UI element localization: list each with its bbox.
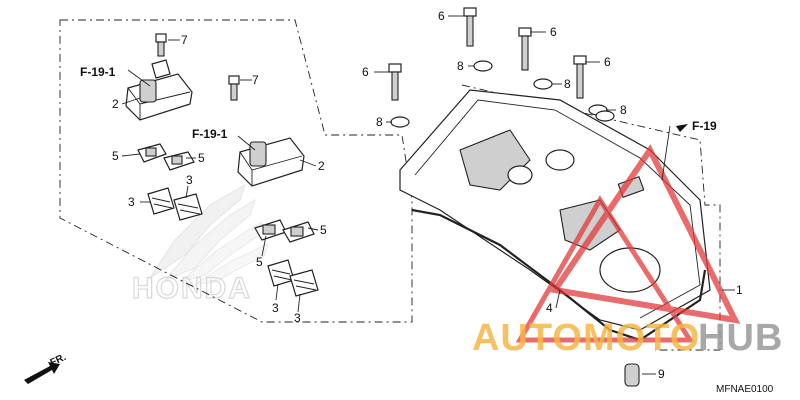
bolt-6-a (388, 63, 402, 101)
callout-7-a: 7 (181, 33, 188, 47)
callout-5-c: 5 (320, 223, 327, 237)
gasket-3-b (173, 193, 203, 221)
gasket-3-d (289, 269, 319, 297)
honda-logo-text: HONDA (132, 272, 252, 305)
bolt-7-upper (155, 33, 167, 57)
leader-lines (121, 15, 735, 375)
callout-9: 9 (658, 367, 665, 381)
seal-5-a (137, 143, 167, 163)
seal-5-b (163, 151, 195, 171)
watermark-triangles (515, 144, 741, 343)
front-direction-arrow (24, 362, 60, 384)
ref-label-f19-1-lower: F-19-1 (192, 127, 228, 141)
washer-8-b (473, 60, 493, 72)
watermark-text-secondary: HUB (698, 317, 783, 359)
gasket-3-c (267, 259, 295, 287)
gasket-3-a (147, 187, 175, 215)
callout-8-b: 8 (457, 59, 464, 73)
grommet-upper (125, 59, 193, 121)
callout-7-b: 7 (252, 73, 259, 87)
callout-4: 4 (546, 301, 553, 315)
bolt-6-c (518, 27, 532, 71)
washer-8-e (595, 110, 615, 122)
callout-3-d: 3 (294, 311, 301, 325)
callout-5-d: 5 (256, 255, 263, 269)
callout-8-d: 8 (620, 103, 627, 117)
callout-2-a: 2 (112, 97, 119, 111)
front-direction-label: FR. (49, 352, 68, 369)
watermark-text-primary: AUTOMOTO (472, 317, 700, 359)
callout-3-a: 3 (128, 195, 135, 209)
callout-6-b: 6 (438, 9, 445, 23)
callout-8-c: 8 (564, 77, 571, 91)
group-outline-left (59, 19, 413, 323)
callout-3-b: 3 (186, 173, 193, 187)
callout-8-a: 8 (376, 115, 383, 129)
callout-5-b: 5 (198, 151, 205, 165)
bolt-6-d (573, 55, 587, 99)
diagram-code: MFNAE0100 (716, 384, 774, 395)
callout-6-a: 6 (362, 65, 369, 79)
bolt-7-lower (228, 75, 240, 101)
ref-label-f19: F-19 (692, 119, 717, 133)
callout-6-d: 6 (604, 55, 611, 69)
group-outline-right (461, 84, 721, 351)
honda-wing-logo (149, 183, 269, 285)
cylinder-head-cover (399, 89, 711, 331)
seal-5-d (282, 221, 315, 243)
callout-2-b: 2 (318, 159, 325, 173)
callout-1: 1 (736, 283, 743, 297)
ref-arrow-f19 (676, 124, 688, 132)
callout-6-c: 6 (550, 25, 557, 39)
washer-8-c (533, 78, 553, 90)
callout-3-c: 3 (272, 301, 279, 315)
ref-label-f19-1-upper: F-19-1 (80, 65, 116, 79)
dowel-9 (624, 363, 640, 387)
washer-8-a (390, 116, 410, 128)
bolt-6-b (463, 7, 477, 47)
callout-5-a: 5 (112, 149, 119, 163)
cover-gasket (411, 208, 707, 342)
grommet-lower (237, 137, 305, 187)
